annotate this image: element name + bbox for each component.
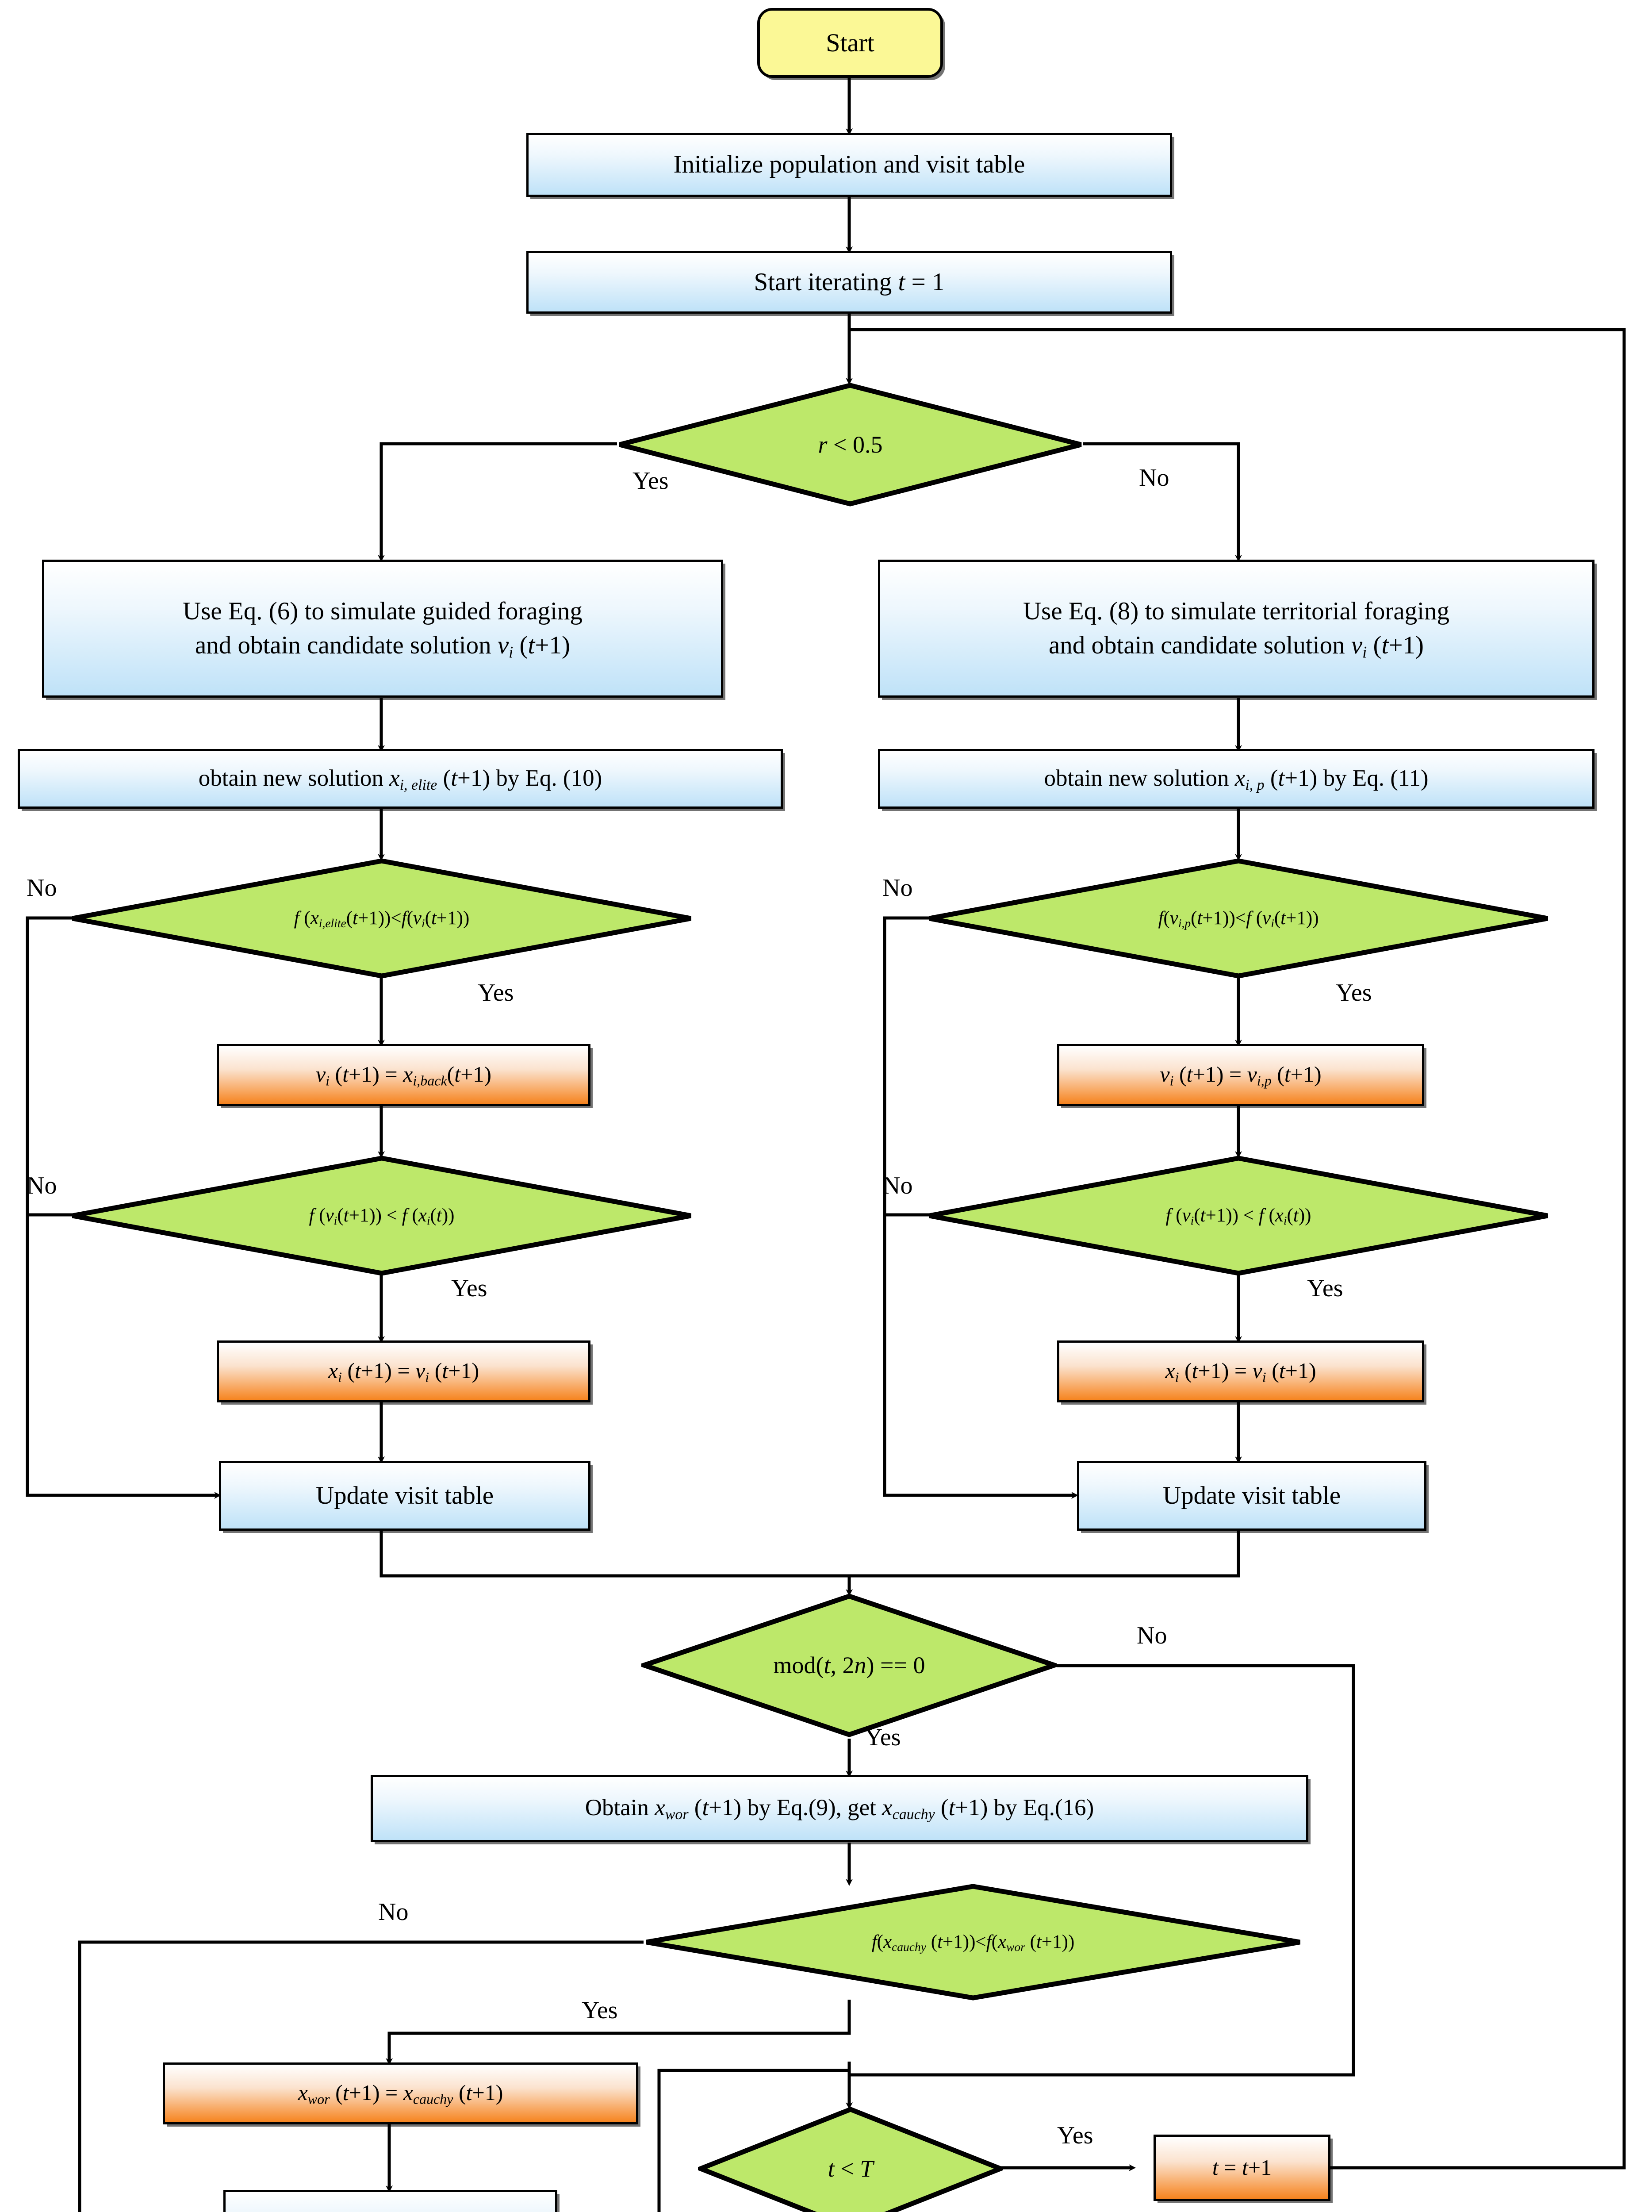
node-update-visit-table-left[interactable]: Update visit table [219,1461,590,1531]
node-obtain-new-solution-eq10[interactable]: obtain new solution xi, elite (t+1) by E… [18,749,783,809]
node-use-eq8-territorial-foraging[interactable]: Use Eq. (8) to simulate territorial fora… [878,560,1595,698]
edge-label-right2-no: No [882,1172,913,1199]
edge-label-left1-yes: Yes [478,979,514,1006]
node-decision-right-vp-vs-v[interactable]: f(vi,p(t+1))<f (vi(t+1)) [927,858,1550,979]
node-decision-left1-label: f (xi,elite(t+1))<f(vi(t+1)) [294,907,470,930]
node-decision-t-lt-T[interactable]: t < T [698,2107,1003,2212]
node-obtain-xwor-xcauchy[interactable]: Obtain xwor (t+1) by Eq.(9), get xcauchy… [371,1775,1308,1842]
diamond-shape [646,1884,1300,2001]
edge-label-left2-yes: Yes [451,1275,487,1302]
node-decision-left2-label: f (vi(t+1)) < f (xi(t)) [309,1205,455,1227]
node-decision-r-label: r < 0.5 [818,431,883,458]
node-start-iterating[interactable]: Start iterating t = 1 [526,251,1172,314]
node-update-visit-table-right[interactable]: Update visit table [1077,1461,1426,1531]
node-eq10-label: obtain new solution xi, elite (t+1) by E… [198,765,602,793]
node-update-right-label: Update visit table [1162,1481,1341,1509]
node-eq6-line2: and obtain candidate solution vi (t+1) [195,631,570,661]
node-assign-right2-label: xi (t+1) = vi (t+1) [1165,1358,1316,1385]
node-decision-cauchy-label: f(xcauchy (t+1))<f(xwor (t+1)) [871,1931,1075,1954]
node-eq6-line1: Use Eq. (6) to simulate guided foraging [183,597,583,625]
node-start[interactable]: Start [757,8,943,78]
edge-label-right1-no: No [882,874,913,902]
node-eq11-label: obtain new solution xi, p (t+1) by Eq. (… [1044,765,1429,793]
edge-label-mod-yes: Yes [865,1724,901,1751]
node-assign-right1-label: vi (t+1) = vi,p (t+1) [1160,1062,1322,1089]
edge-label-left1-no: No [27,874,57,902]
edge-label-tT-yes: Yes [1057,2122,1093,2149]
node-assign-vi-equals-vip[interactable]: vi (t+1) = vi,p (t+1) [1057,1044,1424,1106]
node-assign-xwor-equals-xcauchy[interactable]: xwor (t+1) = xcauchy (t+1) [163,2062,638,2124]
node-decision-left-elite-vs-v[interactable]: f (xi,elite(t+1))<f(vi(t+1)) [70,858,694,979]
node-update-left-label: Update visit table [315,1481,494,1509]
node-decision-mod[interactable]: mod(t, 2n) == 0 [641,1594,1057,1737]
node-initialize-label: Initialize population and visit table [673,150,1025,179]
diamond-shape [641,1594,1057,1737]
diamond-shape [619,383,1082,507]
diamond-shape [928,1156,1549,1276]
node-use-eq6-guided-foraging[interactable]: Use Eq. (6) to simulate guided foraging … [42,560,723,698]
node-assign-xwor-label: xwor (t+1) = xcauchy (t+1) [298,2080,503,2107]
node-initialize-population[interactable]: Initialize population and visit table [526,133,1172,197]
diamond-shape [72,1156,692,1276]
node-decision-right2-label: f (vi(t+1)) < f (xi(t)) [1165,1205,1311,1227]
node-update-bottom-label: Update visit table [301,2206,479,2212]
node-decision-r-lt-0_5[interactable]: r < 0.5 [617,383,1084,507]
node-assign-vi-equals-xiback[interactable]: vi (t+1) = xi,back(t+1) [217,1044,590,1106]
edge-label-r-no: No [1139,464,1169,492]
node-decision-right1-label: f(vi,p(t+1))<f (vi(t+1)) [1158,907,1319,930]
node-assign-xi-equals-vi-right[interactable]: xi (t+1) = vi (t+1) [1057,1340,1424,1402]
node-decision-cauchy-vs-wor[interactable]: f(xcauchy (t+1))<f(xwor (t+1)) [644,1884,1303,2001]
node-eq8-line1: Use Eq. (8) to simulate territorial fora… [1023,597,1449,625]
diamond-shape [928,858,1549,979]
node-update-visit-table-bottom[interactable]: Update visit table [223,2190,557,2212]
node-decision-tT-label: t < T [828,2155,874,2182]
node-decision-left-v-vs-x[interactable]: f (vi(t+1)) < f (xi(t)) [70,1156,694,1276]
node-decision-mod-label: mod(t, 2n) == 0 [773,1652,925,1679]
node-decision-right-v-vs-x[interactable]: f (vi(t+1)) < f (xi(t)) [927,1156,1550,1276]
diamond-shape [698,2107,1003,2212]
node-assign-left1-label: vi (t+1) = xi,back(t+1) [315,1062,492,1089]
diamond-shape [72,858,692,979]
node-start-label: Start [826,28,874,57]
edge-label-mod-no: No [1137,1622,1167,1649]
edge-label-r-yes: Yes [632,467,669,495]
node-obtain-xwor-label: Obtain xwor (t+1) by Eq.(9), get xcauchy… [585,1795,1094,1823]
edge-label-right2-yes: Yes [1307,1275,1343,1302]
edge-label-cauchy-no: No [378,1898,409,1926]
node-increment-t-label: t = t+1 [1212,2155,1272,2180]
node-obtain-new-solution-eq11[interactable]: obtain new solution xi, p (t+1) by Eq. (… [878,749,1595,809]
edge-label-right1-yes: Yes [1336,979,1372,1006]
edge-label-left2-no: No [27,1172,57,1199]
node-increment-t[interactable]: t = t+1 [1154,2135,1330,2201]
node-assign-left2-label: xi (t+1) = vi (t+1) [328,1358,479,1385]
node-eq8-line2: and obtain candidate solution vi (t+1) [1048,631,1424,661]
node-assign-xi-equals-vi-left[interactable]: xi (t+1) = vi (t+1) [217,1340,590,1402]
edge-label-cauchy-yes: Yes [582,1997,618,2024]
node-start-iterating-label: Start iterating t = 1 [754,268,945,296]
